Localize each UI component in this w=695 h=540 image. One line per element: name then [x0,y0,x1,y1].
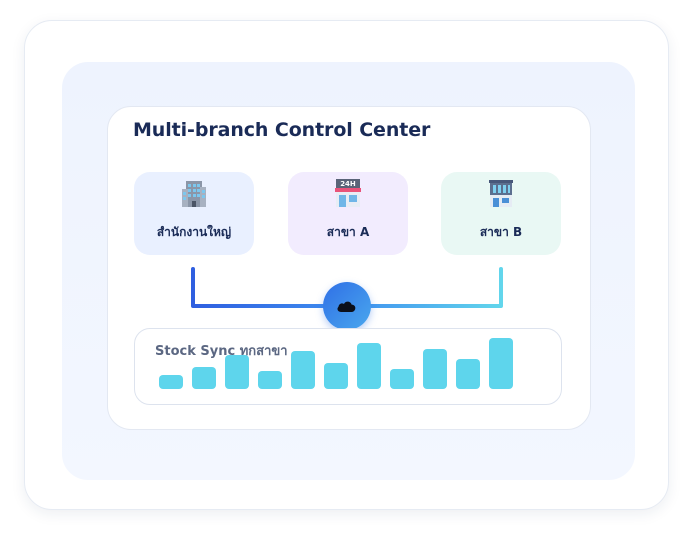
convenience-store-icon: 24H [335,179,361,207]
branch-card-a[interactable]: 24H สาขา A [288,172,408,255]
svg-text:24H: 24H [340,180,356,188]
stock-bar [489,338,513,389]
stock-bar [423,349,447,389]
stock-sync-label: Stock Sync ทุกสาขา [155,344,288,359]
cloud-sync-hub[interactable] [323,282,371,330]
stock-bar [357,343,381,389]
stock-bar [192,367,216,389]
stock-bar [291,351,315,389]
stock-bar [258,371,282,389]
page-title: Multi-branch Control Center [133,119,431,141]
branch-card-b[interactable]: สาขา B [441,172,561,255]
branch-card-headquarters[interactable]: สำนักงานใหญ่ [134,172,254,255]
office-building-icon [182,181,206,207]
stock-bar [159,375,183,389]
branch-label: สาขา A [326,225,370,239]
branch-label: สำนักงานใหญ่ [156,225,232,239]
stock-bar [456,359,480,389]
branch-label: สาขา B [479,225,523,239]
cloud-icon [337,301,356,312]
stock-bar [225,355,249,389]
stock-bar [390,369,414,389]
stock-bar [324,363,348,389]
building-icon [489,180,513,207]
